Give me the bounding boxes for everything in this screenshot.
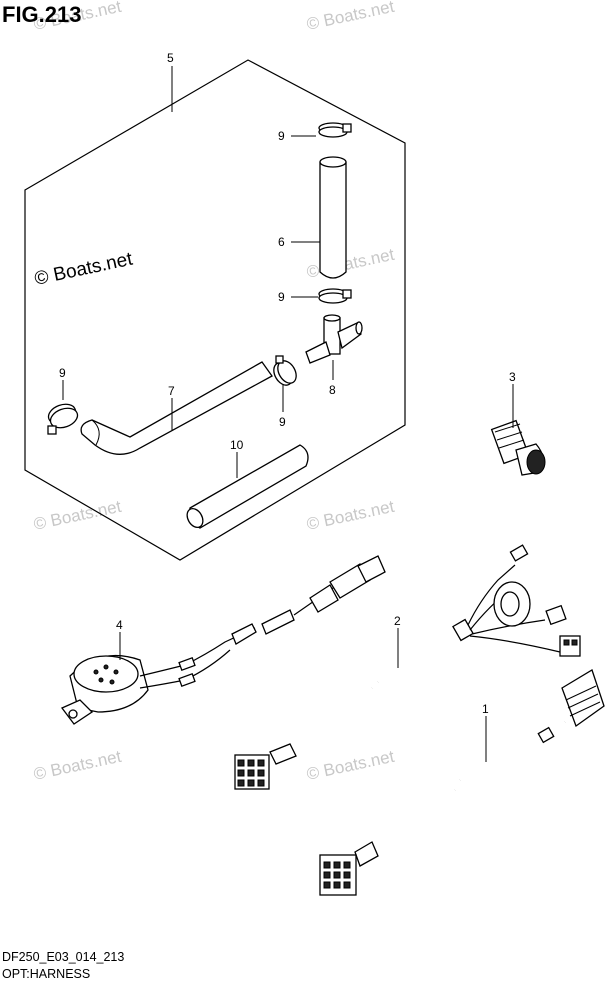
- leader-lines: [62, 66, 514, 762]
- main-harness: [234, 544, 581, 790]
- callout-9-top: 9: [278, 129, 285, 143]
- hose-bent: [80, 361, 273, 455]
- buzzer-harness: [60, 555, 386, 725]
- watermark-main: © Boats.net: [33, 249, 135, 290]
- watermark-5: © Boats.net: [305, 497, 396, 534]
- watermark-4: © Boats.net: [32, 497, 123, 534]
- figure-name: OPT:HARNESS: [2, 967, 91, 981]
- hose-clip-middle: [318, 288, 352, 304]
- watermark-7: © Boats.net: [305, 747, 396, 784]
- hose-clip-left: [47, 403, 79, 435]
- watermark-2: © Boats.net: [305, 0, 396, 34]
- hose-diagonal: [186, 444, 309, 529]
- callout-9-left: 9: [59, 366, 66, 380]
- callouts: 5 9 6 9 8 9 9 7 10 3 4 2 1: [59, 51, 516, 716]
- callout-6: 6: [278, 235, 285, 249]
- watermark-3: © Boats.net: [305, 245, 396, 282]
- hose-straight: [319, 156, 347, 279]
- extension-harness: [319, 669, 605, 896]
- kit-box-outline: [24, 59, 406, 561]
- plug-grommet: [490, 419, 546, 476]
- callout-9-middle: 9: [278, 290, 285, 304]
- callout-5: 5: [167, 51, 174, 65]
- figure-code: DF250_E03_014_213: [2, 950, 125, 964]
- callout-8: 8: [329, 383, 336, 397]
- callout-4: 4: [116, 618, 123, 632]
- callout-9-right: 9: [279, 415, 286, 429]
- callout-7: 7: [168, 384, 175, 398]
- t-joint: [305, 314, 363, 364]
- hose-clip-top: [318, 122, 352, 138]
- watermark-6: © Boats.net: [32, 747, 123, 784]
- connector-pins: [237, 759, 265, 787]
- hose-clip-right: [273, 355, 297, 386]
- callout-2: 2: [394, 614, 401, 628]
- callout-3: 3: [509, 370, 516, 384]
- callout-1: 1: [482, 702, 489, 716]
- figure-title: FIG.213: [2, 2, 82, 27]
- callout-10: 10: [230, 438, 244, 452]
